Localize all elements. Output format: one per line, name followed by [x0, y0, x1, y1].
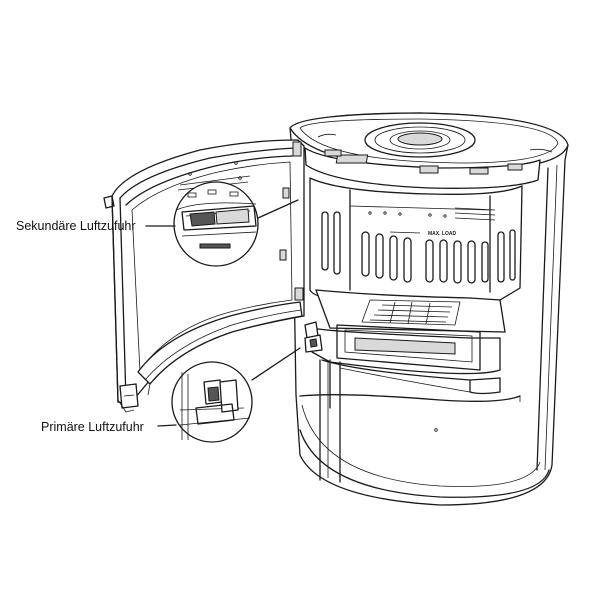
primary-air-label: Primäre Luftzufuhr	[41, 420, 144, 434]
secondary-air-label: Sekundäre Luftzufuhr	[16, 219, 136, 233]
base-compartment	[299, 359, 521, 483]
grate	[315, 289, 506, 333]
combustion-chamber: MAX. LOAD	[309, 177, 523, 301]
primary-air-magnifier	[157, 347, 301, 443]
max-load-plate: MAX. LOAD	[428, 231, 456, 237]
top-lip	[304, 147, 541, 189]
secondary-air-magnifier	[145, 181, 299, 267]
primary-air-slider	[304, 321, 323, 353]
stove-door	[103, 139, 305, 413]
ash-drawer	[311, 324, 501, 395]
